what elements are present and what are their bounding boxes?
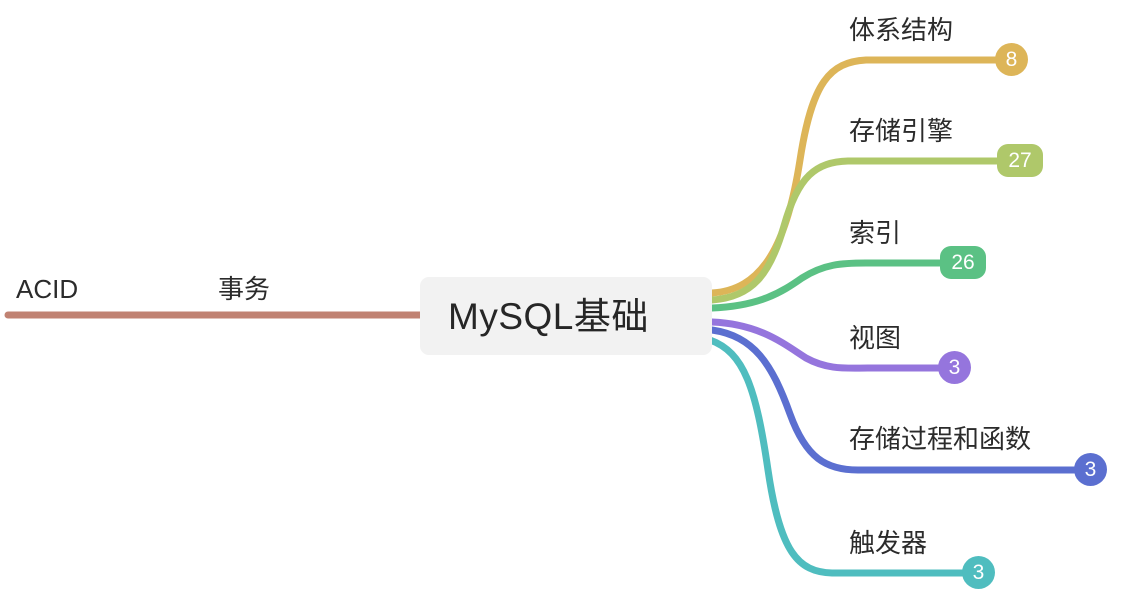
connector-branch-index xyxy=(708,259,944,312)
branch-badge-stored-procedure[interactable]: 3 xyxy=(1074,453,1107,486)
branch-label-view[interactable]: 视图 xyxy=(849,323,902,353)
branch-badge-view[interactable]: 3 xyxy=(938,351,971,384)
left-label-transaction[interactable]: 事务 xyxy=(218,274,271,304)
center-node[interactable]: MySQL基础 xyxy=(420,277,712,355)
branch-label-architecture[interactable]: 体系结构 xyxy=(849,15,954,45)
branch-label-index[interactable]: 索引 xyxy=(849,218,902,248)
center-node-label: MySQL基础 xyxy=(448,295,649,337)
connector-branch-view xyxy=(708,318,942,372)
branch-label-storage-engine[interactable]: 存储引擎 xyxy=(849,116,954,146)
branch-badge-storage-engine[interactable]: 27 xyxy=(997,144,1043,177)
branch-badge-index[interactable]: 26 xyxy=(940,246,986,279)
branch-label-trigger[interactable]: 触发器 xyxy=(849,528,928,558)
left-label-acid[interactable]: ACID xyxy=(16,274,79,304)
branch-badge-trigger[interactable]: 3 xyxy=(962,556,995,589)
branch-label-stored-procedure[interactable]: 存储过程和函数 xyxy=(849,424,1032,454)
branch-badge-architecture[interactable]: 8 xyxy=(995,43,1028,76)
